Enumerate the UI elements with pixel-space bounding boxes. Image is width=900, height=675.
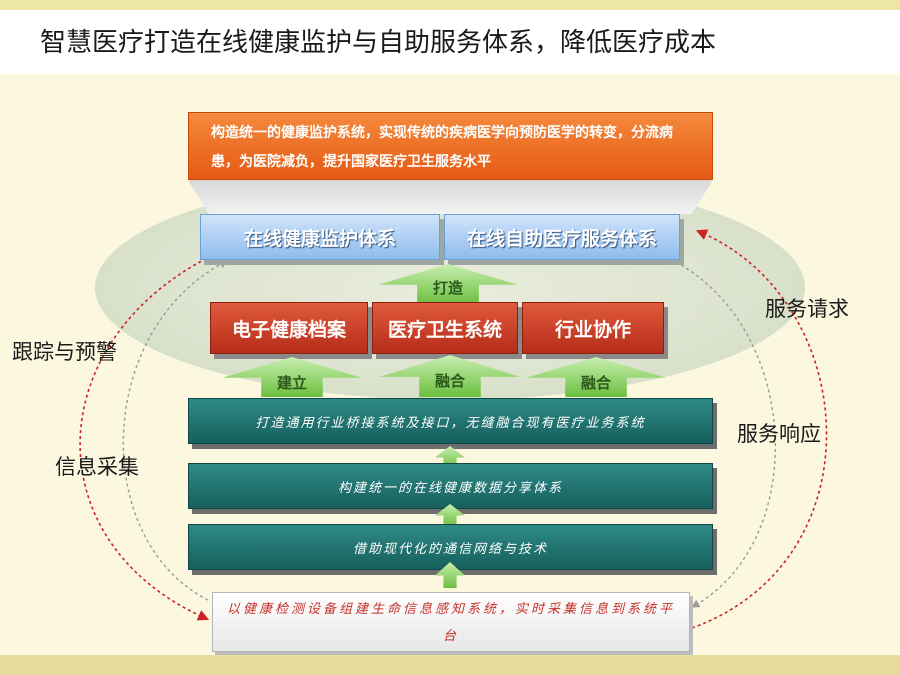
arc-left-tracking <box>79 247 229 621</box>
base-sensing-box: 以健康检测设备组建生命信息感知系统，实时采集信息到系统平台 <box>212 592 690 652</box>
layer-data-sharing: 构建统一的在线健康数据分享体系 <box>188 463 713 509</box>
arrow-label-build: 打造 <box>432 279 463 297</box>
component-health-record: 电子健康档案 <box>210 302 368 354</box>
bottom-stripe <box>0 655 900 675</box>
layer-bridge-system: 打造通用行业桥接系统及接口，无缝融合现有医疗业务系统 <box>188 398 713 444</box>
arrow-label-merge-1: 融合 <box>434 372 465 390</box>
layer-network: 借助现代化的通信网络与技术 <box>188 524 713 570</box>
component-medical-system: 医疗卫生系统 <box>372 302 518 354</box>
system-self-service: 在线自助医疗服务体系 <box>444 214 680 260</box>
label-tracking-warning: 跟踪与预警 <box>12 340 117 364</box>
arrow-label-merge-2: 融合 <box>580 374 611 392</box>
system-online-monitoring: 在线健康监护体系 <box>200 214 440 260</box>
top-stripe <box>0 0 900 10</box>
goal-box: 构造统一的健康监护系统，实现传统的疾病医学向预防医学的转变，分流病患，为医院减负… <box>188 112 713 180</box>
goal-funnel <box>188 180 713 214</box>
arc-right-request <box>691 229 828 629</box>
label-service-response: 服务响应 <box>737 422 821 446</box>
component-industry-collab: 行业协作 <box>522 302 664 354</box>
page-title: 智慧医疗打造在线健康监护与自助服务体系，降低医疗成本 <box>40 28 717 58</box>
label-info-collection: 信息采集 <box>55 455 139 479</box>
arrow-label-establish: 建立 <box>276 374 307 392</box>
title-band <box>0 10 900 74</box>
label-service-request: 服务请求 <box>765 297 849 321</box>
